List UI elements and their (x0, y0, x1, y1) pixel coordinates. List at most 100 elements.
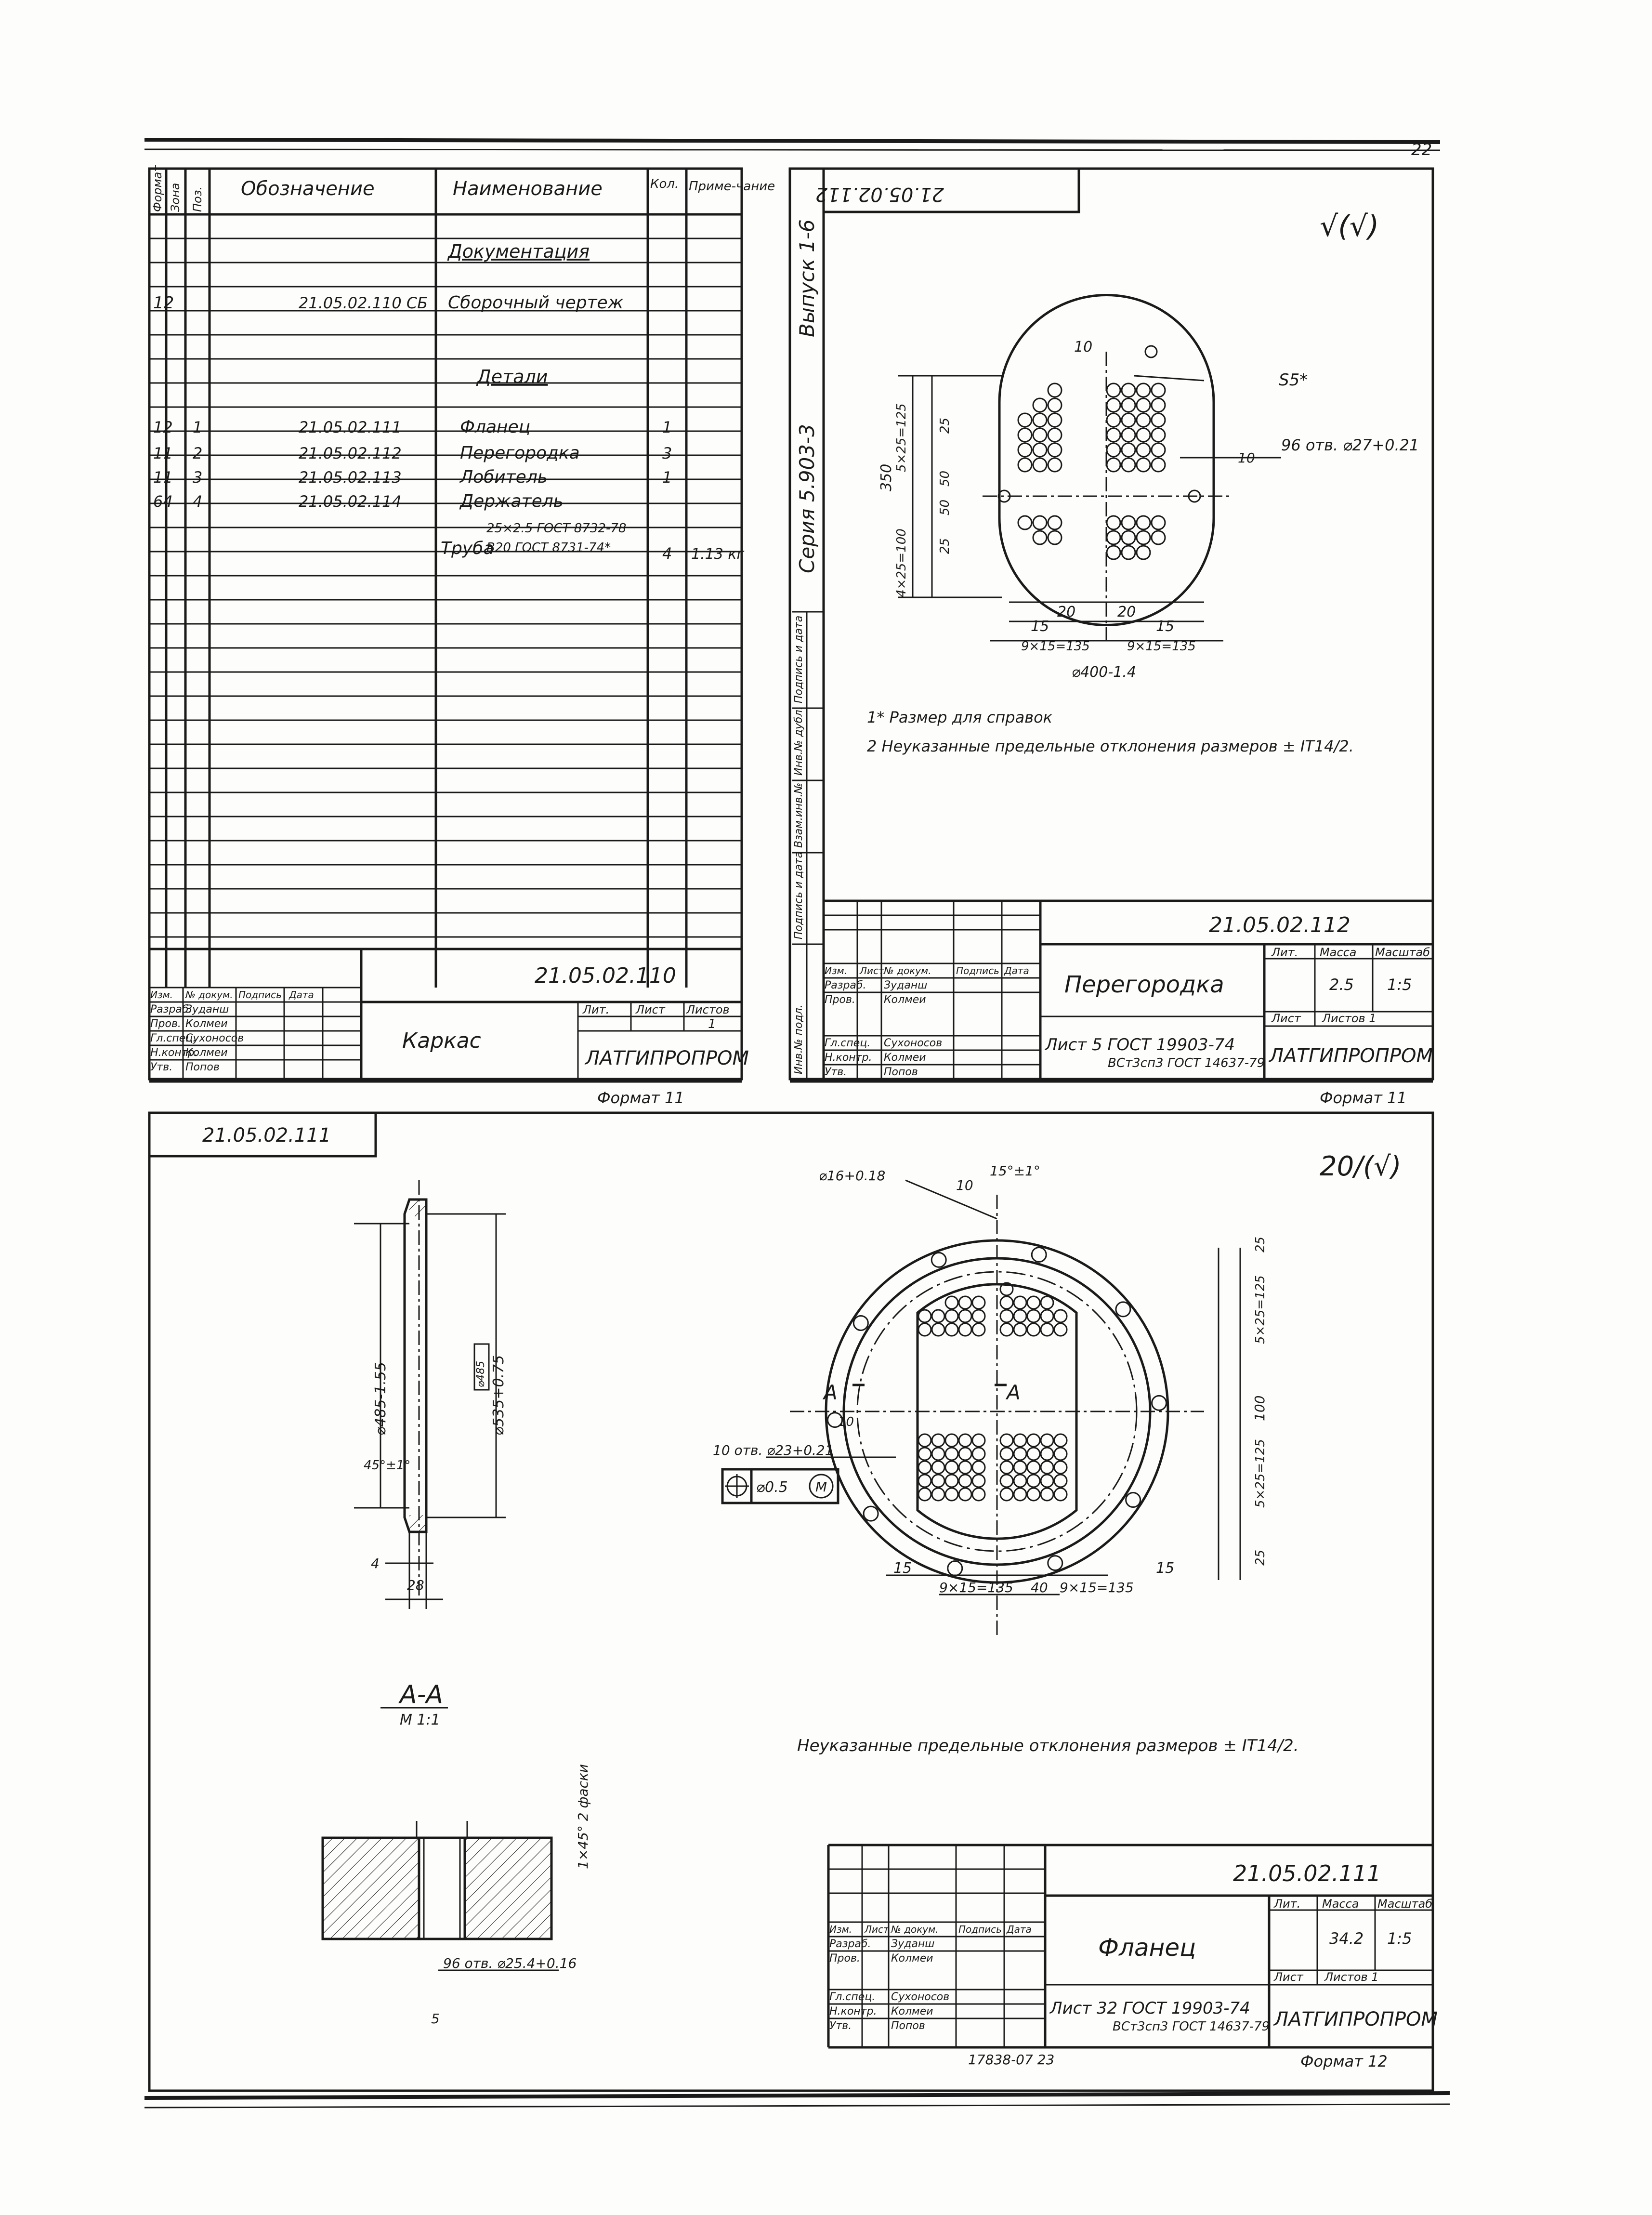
tube-hole (958, 1433, 972, 1448)
bolt-hole (1031, 1246, 1047, 1263)
tube-hole (1136, 397, 1151, 413)
bolt-hole (931, 1252, 947, 1268)
tube-hole (971, 1433, 986, 1448)
tube-hole (944, 1460, 959, 1475)
row-designation: 21.05.02.111 (299, 418, 402, 436)
tube-holes (1017, 382, 1166, 560)
tube-hole (1053, 1447, 1068, 1461)
role: Утв. (829, 2020, 852, 2032)
row-pos: 2 (193, 444, 202, 462)
bolt-hole (1125, 1492, 1141, 1508)
tube-hole (1121, 515, 1136, 530)
tube-hole (971, 1322, 986, 1337)
hdr: Изм. (825, 965, 847, 976)
tube-hole (1106, 412, 1121, 428)
pipe-spec-1: 25×2.5 ГОСТ 8732-78 (486, 521, 626, 536)
partition-plate (998, 294, 1215, 626)
person: Зуданш (185, 1003, 229, 1015)
tube-hole (918, 1433, 932, 1448)
tube-hole (931, 1474, 945, 1488)
tube-hole (1032, 427, 1048, 443)
tube-hole (1040, 1487, 1054, 1502)
tube-hole (1136, 530, 1151, 545)
format-label: Формат 11 (597, 1089, 684, 1107)
tube-hole (1026, 1460, 1041, 1475)
tube-hole (931, 1433, 945, 1448)
dim: 5×25=125 (1253, 1275, 1268, 1344)
partition-note-1: 1* Размер для справок (867, 708, 1053, 726)
tube-hole (1121, 545, 1136, 560)
tube-hole (1017, 442, 1033, 458)
org-name: ЛАТГИПРОПРОМ (1273, 2008, 1438, 2030)
tube-hole (944, 1295, 959, 1310)
section-title: А-А (398, 1680, 443, 1709)
pipe-qty: 4 (662, 544, 672, 563)
row-designation: 21.05.02.113 (299, 468, 402, 487)
tube-hole (1013, 1295, 1027, 1310)
hdr: Лист (864, 1924, 890, 1935)
tube-hole (1106, 530, 1121, 545)
section-marker-a: А (1005, 1381, 1021, 1404)
row-fmt: 11 (153, 444, 173, 462)
dim: ⌀485-1.55 (372, 1362, 389, 1436)
hdr: Лист (859, 965, 885, 976)
tube-hole (971, 1474, 986, 1488)
tube-hole (958, 1447, 972, 1461)
tube-hole (931, 1309, 945, 1323)
hdr: № докум. (185, 989, 233, 1001)
tube-hole (944, 1447, 959, 1461)
flange-sheet: 21.05.02.111 20/(√) ⌀485-1.55 ⌀535+0.75 … (148, 1111, 1438, 2092)
tube-hole (1040, 1295, 1054, 1310)
section-a-a: А-А М 1:1 1×45° 2 фаски 96 отв. ⌀25.4+0.… (321, 1680, 591, 2027)
people-block-3: Изм. Лист № докум. Подпись Дата Разраб. … (828, 1845, 1045, 2047)
tube-hole (1040, 1460, 1054, 1475)
dim: 25 (938, 418, 952, 434)
side-label: Инв.№ подл. (793, 1004, 805, 1074)
tube-hole (1053, 1460, 1068, 1475)
tube-hole (1026, 1322, 1041, 1337)
tube-hole (1017, 515, 1033, 530)
mass-label: Масса (1320, 946, 1357, 959)
side-label: Подпись и дата (793, 852, 805, 939)
mass-label: Масса (1322, 1897, 1359, 1911)
lit-label: Лит. (1271, 946, 1298, 959)
tol-value: ⌀0.5 (756, 1479, 788, 1496)
role: Пров. (825, 994, 855, 1006)
tube-hole (1136, 427, 1151, 443)
tube-hole (1136, 515, 1151, 530)
flange-stamp-top: 21.05.02.111 (202, 1124, 331, 1147)
tube-hole (1026, 1309, 1041, 1323)
tube-hole (1151, 397, 1166, 413)
tube-hole (918, 1460, 932, 1475)
sheets-total: 1 (708, 1017, 716, 1031)
people-block-2: Изм. Лист № докум. Подпись Дата Разраб. … (824, 901, 1040, 1079)
lit-label: Лит. (1273, 1897, 1300, 1911)
dim: 10 (956, 1177, 973, 1193)
role: Н.контр. (150, 1047, 197, 1059)
partition-note-2: 2 Неуказанные предельные отклонения разм… (867, 737, 1354, 755)
tube-hole (1047, 427, 1062, 443)
row-designation: 21.05.02.112 (299, 444, 402, 462)
dim: 350 (878, 464, 895, 491)
tube-hole (999, 1460, 1014, 1475)
tube-hole (1032, 397, 1048, 413)
tube-hole (1026, 1474, 1041, 1488)
dim: 20 (1057, 604, 1075, 620)
dim: ⌀535+0.75 (490, 1355, 507, 1436)
tube-hole (1106, 457, 1121, 473)
row-qty: 1 (662, 418, 672, 436)
tube-hole (958, 1309, 972, 1323)
tube-hole (1013, 1433, 1027, 1448)
tube-hole (999, 1282, 1014, 1296)
dim: 10 (1074, 339, 1092, 356)
pipe-note: 1.13 кг (691, 546, 744, 563)
section-parts: Детали (476, 366, 548, 387)
partition-stamp-top: 21.05.02.112 (815, 183, 944, 205)
tube-hole (999, 1309, 1014, 1323)
hdr: Подпись (958, 1924, 1002, 1935)
dim: 28 (407, 1577, 424, 1593)
role: Разраб. (829, 1938, 871, 1950)
bolt-hole (1151, 1395, 1167, 1411)
person: Зуданш (884, 979, 927, 991)
